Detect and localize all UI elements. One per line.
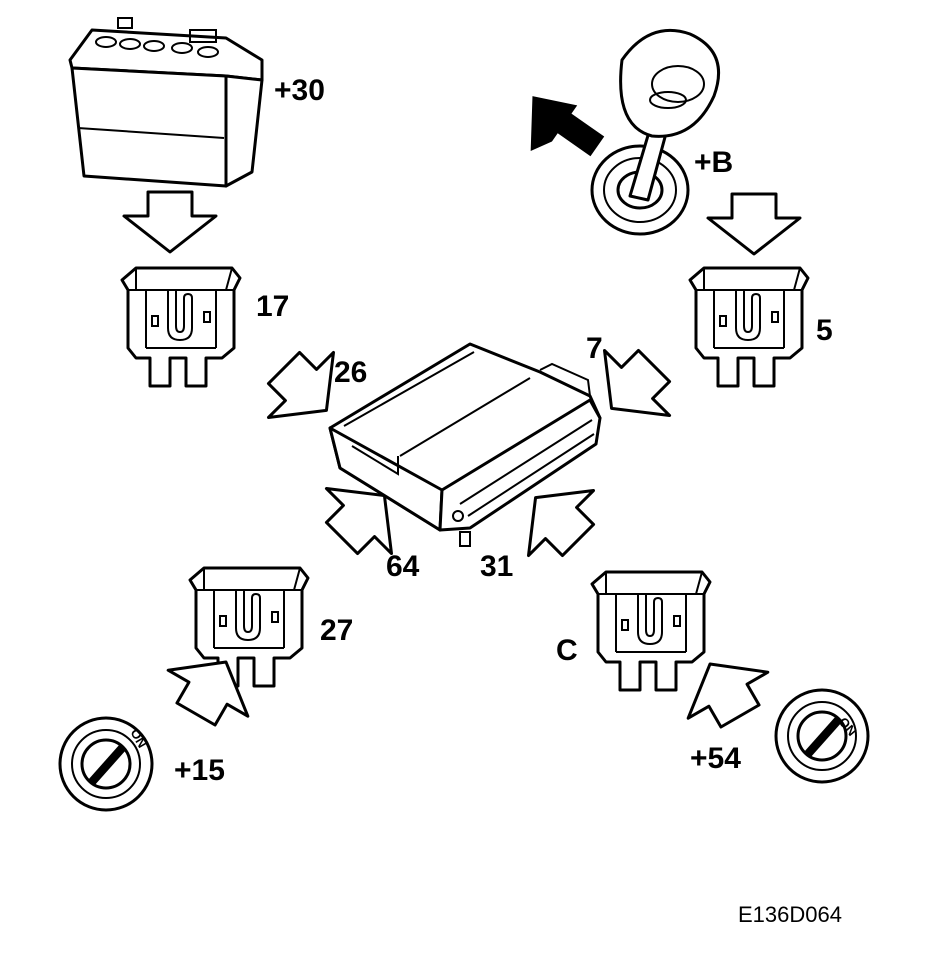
battery-icon bbox=[68, 17, 264, 188]
fuse-17-icon bbox=[120, 266, 242, 388]
fuse-c-icon bbox=[590, 570, 712, 692]
arrow-right-up-icon bbox=[324, 487, 393, 556]
figure-code: E136D064 bbox=[738, 902, 842, 927]
arrow-down-icon bbox=[706, 192, 802, 256]
fuse-bottom-left-label: 27 bbox=[320, 614, 353, 647]
ignition-switch-right-icon bbox=[774, 688, 870, 784]
fuse-top-left-label: 17 bbox=[256, 290, 289, 323]
fuse-bottom-right-label: C bbox=[556, 634, 578, 667]
arrow-up-right-icon bbox=[166, 660, 250, 727]
fuse-top-right-label: 5 bbox=[816, 314, 833, 347]
arrow-down-icon bbox=[122, 190, 218, 254]
arrow-up-left-icon bbox=[686, 662, 770, 729]
pin-31-label: 31 bbox=[480, 550, 513, 583]
ignition-right-label: +54 bbox=[690, 742, 741, 775]
key-icon bbox=[530, 28, 721, 236]
control-module-icon bbox=[328, 342, 602, 547]
ignition-left-label: +15 bbox=[174, 754, 225, 787]
key-label: +B bbox=[694, 146, 733, 179]
battery-label: +30 bbox=[274, 74, 325, 107]
arrow-left-down-icon bbox=[603, 348, 672, 417]
pin-7-label: 7 bbox=[586, 332, 603, 365]
fuse-5-icon bbox=[688, 266, 810, 388]
arrow-left-up-icon bbox=[527, 489, 596, 558]
pin-26-label: 26 bbox=[334, 356, 367, 389]
pin-64-label: 64 bbox=[386, 550, 420, 583]
arrow-right-down-icon bbox=[266, 350, 335, 419]
